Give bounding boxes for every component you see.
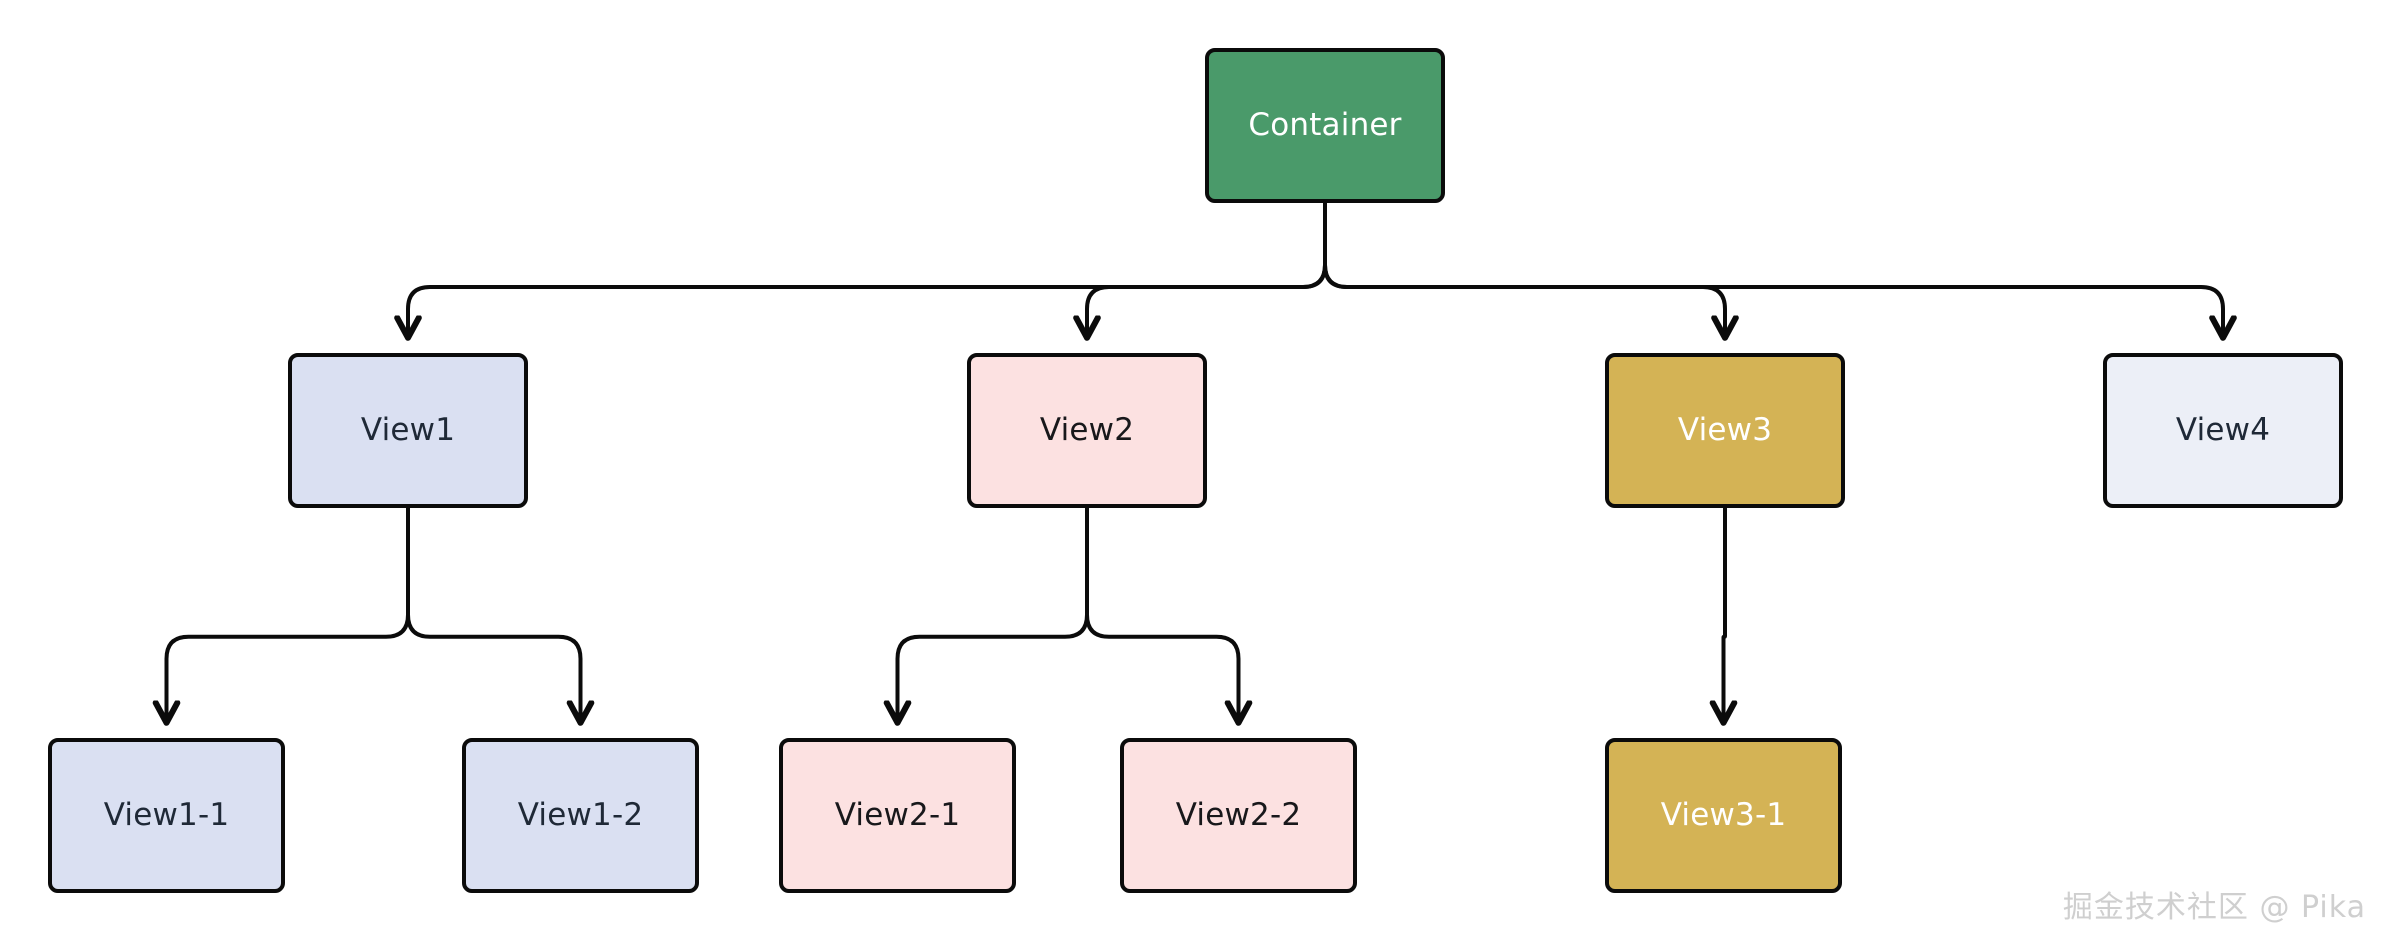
node-view3[interactable]: View3 [1605, 353, 1845, 508]
watermark-text: 掘金技术社区 @ Pika [2062, 890, 2366, 925]
edge-container-view1 [408, 203, 1327, 337]
node-label: Container [1248, 107, 1402, 144]
edge-view2-view2-2 [1085, 508, 1239, 722]
node-label: View1-2 [517, 797, 644, 834]
node-view1-2[interactable]: View1-2 [462, 738, 699, 893]
node-label: View1 [360, 412, 456, 449]
node-label: View3 [1677, 412, 1773, 449]
edge-view2-view2-1 [898, 508, 1089, 722]
node-label: View3-1 [1660, 797, 1787, 834]
node-view2-1[interactable]: View2-1 [779, 738, 1016, 893]
node-view2-2[interactable]: View2-2 [1120, 738, 1357, 893]
node-view4[interactable]: View4 [2103, 353, 2343, 508]
edge-view1-view1-2 [406, 508, 581, 722]
node-label: View2 [1039, 412, 1135, 449]
node-view2[interactable]: View2 [967, 353, 1207, 508]
node-container[interactable]: Container [1205, 48, 1445, 203]
node-view1[interactable]: View1 [288, 353, 528, 508]
edge-container-view2 [1087, 203, 1327, 337]
edge-container-view4 [1323, 203, 2223, 337]
node-view3-1[interactable]: View3-1 [1605, 738, 1842, 893]
edge-container-view3 [1323, 203, 1725, 337]
node-label: View2-2 [1175, 797, 1302, 834]
node-label: View1-1 [103, 797, 230, 834]
node-label: View4 [2175, 412, 2271, 449]
node-label: View2-1 [834, 797, 961, 834]
edge-view3-view3-1 [1724, 508, 1726, 722]
node-view1-1[interactable]: View1-1 [48, 738, 285, 893]
edge-view1-view1-1 [167, 508, 410, 722]
